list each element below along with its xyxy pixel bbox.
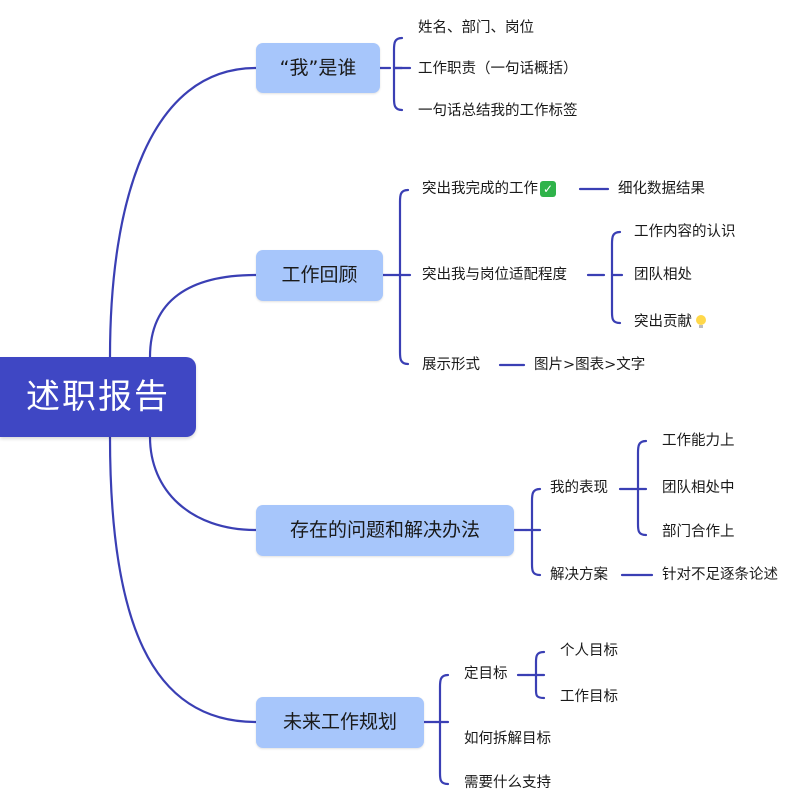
- leaf-solution: 解决方案: [550, 567, 608, 583]
- leaf-support-needed: 需要什么支持: [464, 775, 551, 791]
- leaf-break-down-goals: 如何拆解目标: [464, 731, 551, 747]
- bracket-whoami: [378, 36, 404, 112]
- check-mark-icon: ✓: [540, 181, 556, 197]
- connector-root-to-problems: [148, 435, 258, 532]
- leaf-completed-work: 突出我完成的工作 ✓: [422, 179, 556, 199]
- bracket-problems: [512, 487, 542, 577]
- leaf-set-goals: 定目标: [464, 666, 508, 682]
- leaf-dept-cooperation: 部门合作上: [662, 524, 735, 540]
- leaf-work-content: 工作内容的认识: [634, 224, 736, 240]
- bracket-review: [381, 188, 410, 366]
- root-node: 述职报告: [0, 357, 196, 437]
- leaf-job-duty: 工作职责（一句话概括）: [418, 61, 578, 77]
- leaf-team-relations: 团队相处: [634, 267, 692, 283]
- leaf-work-tag: 一句话总结我的工作标签: [418, 103, 578, 119]
- leaf-point-by-point: 针对不足逐条论述: [662, 567, 778, 583]
- leaf-contribution: 突出贡献: [634, 312, 706, 332]
- leaf-position-fit: 突出我与岗位适配程度: [422, 267, 567, 283]
- connector-root-to-whoami: [108, 66, 258, 359]
- leaf-display-format: 展示形式: [422, 357, 480, 373]
- leaf-detail-data: 细化数据结果: [618, 181, 705, 197]
- lightbulb-icon: [696, 315, 706, 329]
- branch-future-plan: 未来工作规划: [256, 697, 424, 748]
- bracket-future: [422, 673, 450, 786]
- branch-whoami: “我”是谁: [256, 43, 380, 93]
- leaf-ability: 工作能力上: [662, 433, 735, 449]
- branch-work-review: 工作回顾: [256, 250, 383, 301]
- connector-root-to-future: [108, 435, 258, 724]
- bracket-fit: [586, 230, 622, 325]
- leaf-format-order: 图片>图表>文字: [534, 357, 646, 373]
- leaf-completed-work-label: 突出我完成的工作: [422, 181, 538, 197]
- leaf-contribution-label: 突出贡献: [634, 314, 692, 330]
- leaf-team-in: 团队相处中: [662, 480, 735, 496]
- leaf-work-goal: 工作目标: [560, 689, 618, 705]
- leaf-personal-goal: 个人目标: [560, 643, 618, 659]
- leaf-name-dept-position: 姓名、部门、岗位: [418, 20, 534, 36]
- connector-root-to-review: [148, 273, 258, 359]
- branch-problems-solutions: 存在的问题和解决办法: [256, 505, 514, 556]
- leaf-my-performance: 我的表现: [550, 480, 608, 496]
